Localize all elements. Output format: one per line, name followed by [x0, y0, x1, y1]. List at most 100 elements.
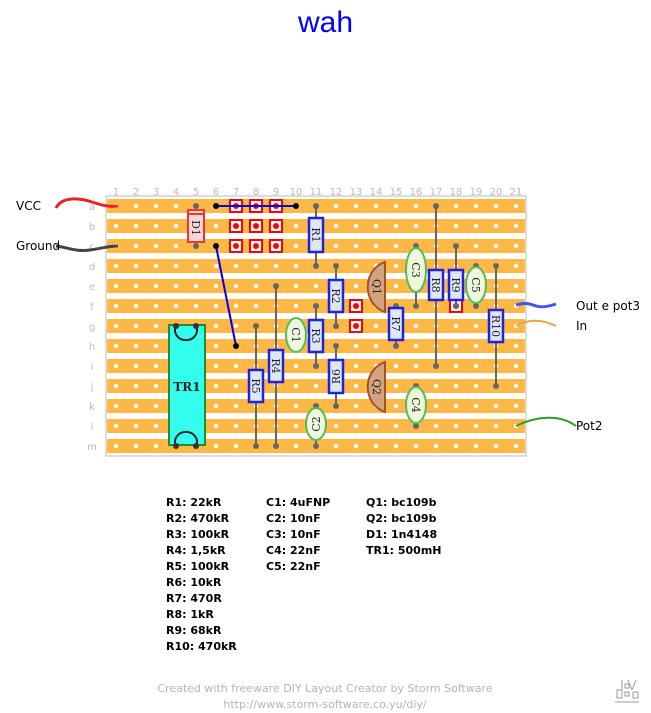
- hole: [173, 243, 179, 249]
- wire-end: [233, 343, 239, 349]
- lead-end: [313, 303, 319, 309]
- hole: [373, 243, 379, 249]
- column-label: 15: [390, 187, 403, 198]
- hole: [233, 383, 239, 389]
- hole: [213, 263, 219, 269]
- lead-end: [253, 323, 259, 329]
- hole: [353, 243, 359, 249]
- hole: [253, 263, 259, 269]
- hole: [353, 403, 359, 409]
- component-label: R9: [449, 277, 462, 292]
- hole: [353, 423, 359, 429]
- component-label: R5: [249, 378, 262, 393]
- hole: [373, 443, 379, 449]
- hole: [493, 423, 499, 429]
- hole: [393, 243, 399, 249]
- hole: [213, 363, 219, 369]
- lead-end: [313, 203, 319, 209]
- hole: [333, 423, 339, 429]
- lead-end: [493, 383, 499, 389]
- row-label: a: [89, 202, 95, 213]
- hole: [133, 343, 139, 349]
- hole: [113, 283, 119, 289]
- capacitor-c3: [405, 247, 427, 293]
- column-label: 9: [273, 187, 279, 198]
- hole: [233, 403, 239, 409]
- hole: [513, 263, 519, 269]
- lead-end: [193, 323, 199, 329]
- hole: [113, 443, 119, 449]
- resistor-r9: [447, 268, 465, 302]
- column-label: 13: [350, 187, 363, 198]
- hole: [433, 423, 439, 429]
- hole: [393, 383, 399, 389]
- transistor-q2: [366, 360, 386, 414]
- track-cut-dot: [233, 223, 239, 229]
- row-label: d: [89, 262, 95, 273]
- resistor-r1: [307, 216, 325, 254]
- hole: [173, 303, 179, 309]
- component-label: C2: [310, 416, 323, 431]
- wire-end: [213, 243, 219, 249]
- hole: [393, 443, 399, 449]
- out-label: Out e pot3: [576, 299, 641, 313]
- hole: [213, 403, 219, 409]
- hole: [473, 403, 479, 409]
- hole: [413, 323, 419, 329]
- component-label: R2: [329, 288, 342, 303]
- hole: [133, 363, 139, 369]
- lead-end: [253, 443, 259, 449]
- component-label: Q1: [370, 279, 383, 295]
- hole: [133, 223, 139, 229]
- legend-item: R1: 22kR: [166, 496, 222, 509]
- hole: [453, 383, 459, 389]
- hole: [353, 283, 359, 289]
- hole: [133, 283, 139, 289]
- hole: [173, 283, 179, 289]
- hole: [153, 403, 159, 409]
- legend-item: R4: 1,5kR: [166, 544, 226, 557]
- hole: [133, 423, 139, 429]
- hole: [513, 343, 519, 349]
- component-label: R3: [309, 328, 322, 343]
- component-label: R10: [489, 315, 502, 337]
- ground-label: Ground: [16, 239, 61, 253]
- legend-item: Q1: bc109b: [366, 496, 437, 509]
- hole: [453, 443, 459, 449]
- hole: [453, 403, 459, 409]
- lead-end: [433, 363, 439, 369]
- lead-end: [333, 403, 339, 409]
- hole: [313, 383, 319, 389]
- hole: [273, 263, 279, 269]
- footer-url[interactable]: http://www.storm-software.co.yu/diy/: [223, 698, 427, 711]
- track-cut-dot: [253, 243, 259, 249]
- row-label: g: [89, 322, 95, 333]
- hole: [513, 243, 519, 249]
- lead-end: [193, 203, 199, 209]
- column-label: 14: [370, 187, 383, 198]
- lead-end: [473, 303, 479, 309]
- hole: [113, 303, 119, 309]
- hole: [413, 443, 419, 449]
- capacitor-c2: [305, 407, 327, 441]
- column-label: 20: [490, 187, 503, 198]
- hole: [293, 263, 299, 269]
- hole: [213, 223, 219, 229]
- component-label: R1: [309, 227, 322, 242]
- column-label: 11: [310, 187, 323, 198]
- hole: [253, 303, 259, 309]
- hole: [233, 423, 239, 429]
- hole: [473, 243, 479, 249]
- resistor-r2: [327, 278, 345, 314]
- in-wire: [515, 319, 557, 327]
- hole: [453, 363, 459, 369]
- component-label: C3: [409, 262, 422, 277]
- hole: [373, 343, 379, 349]
- hole: [153, 443, 159, 449]
- column-label: 8: [253, 187, 259, 198]
- capacitor-c5: [465, 266, 487, 304]
- hole: [353, 263, 359, 269]
- lead-end: [493, 263, 499, 269]
- lead-end: [333, 323, 339, 329]
- coil-icon: [174, 430, 198, 447]
